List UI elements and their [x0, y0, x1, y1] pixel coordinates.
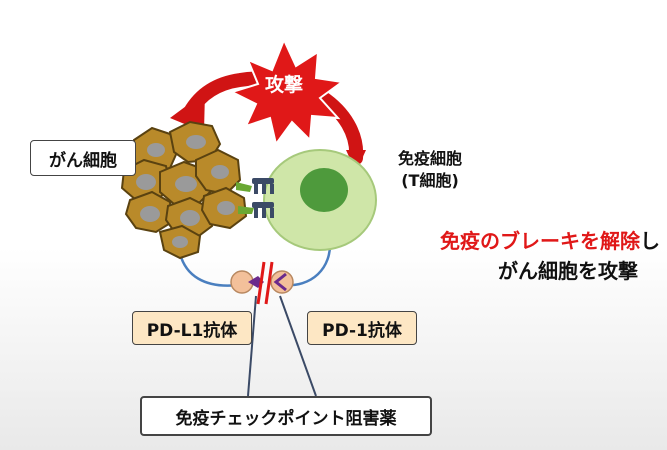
pd-1-molecule	[273, 272, 287, 292]
attack-burst	[229, 37, 345, 147]
attack-label: 攻撃	[264, 74, 303, 96]
block-mark-2	[264, 261, 274, 305]
t-cell-nucleus	[300, 168, 348, 212]
pd-1-antibody-shape	[270, 270, 294, 294]
pointer-line-right	[279, 295, 317, 397]
pd-l1-pd-1-interaction	[230, 261, 294, 305]
block-mark-1	[256, 261, 266, 305]
cancer-cell-cluster	[120, 120, 248, 260]
antigen	[236, 182, 254, 214]
pd-l1-antibody-label: PD-L1抗体	[132, 311, 252, 345]
message-red: 免疫のブレーキを解除	[440, 229, 640, 253]
message-black-suffix: し	[640, 229, 660, 253]
message-line2: がん細胞を攻撃	[498, 259, 638, 283]
immune-cell-label: 免疫細胞 (T細胞)	[380, 148, 480, 192]
pointer-line-left	[247, 295, 257, 397]
release-brake-message: 免疫のブレーキを解除し がん細胞を攻撃	[360, 226, 660, 286]
attack-arrowhead	[170, 92, 205, 132]
pd-1-antibody-label: PD-1抗体	[307, 311, 417, 345]
checkpoint-inhibitor-label: 免疫チェックポイント阻害薬	[140, 396, 432, 436]
t-cell-receptor	[252, 178, 274, 218]
cancer-cell-label: がん細胞	[30, 140, 136, 176]
immune-cell-label-line2: (T細胞)	[401, 171, 459, 190]
immune-cell-label-line1: 免疫細胞	[397, 149, 462, 168]
